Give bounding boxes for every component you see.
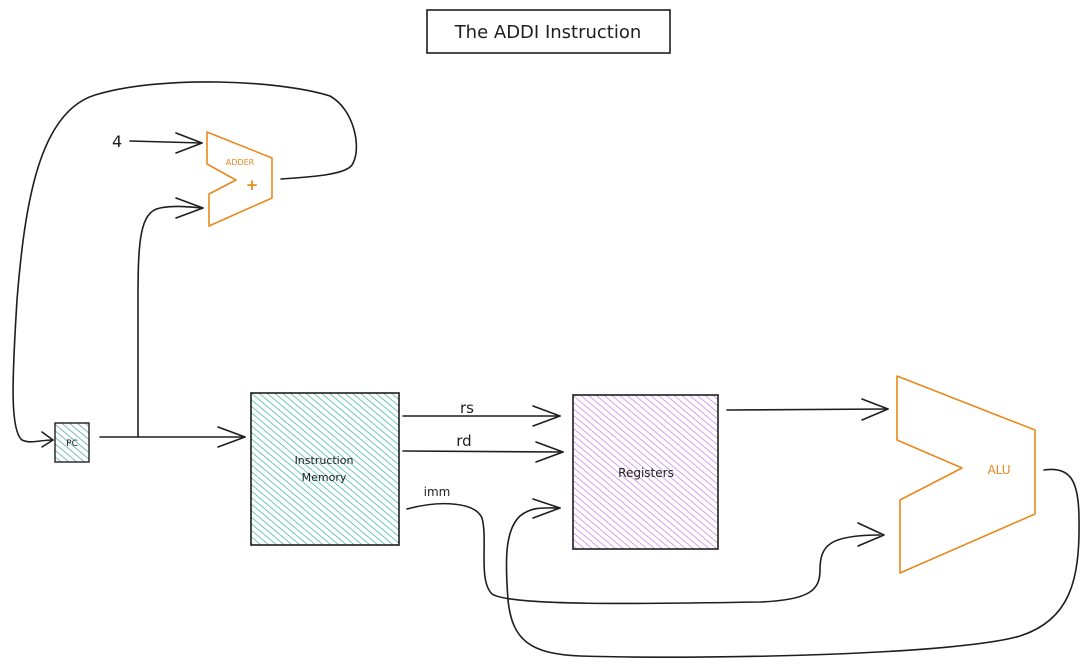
alu-shape bbox=[896, 375, 1036, 574]
pc-to-imem-arrowhead bbox=[217, 426, 246, 448]
writeback-arrowhead bbox=[532, 498, 561, 519]
rd-signal-label: rd bbox=[456, 432, 471, 450]
imm-to-alu-wire bbox=[406, 502, 881, 605]
adder-label: ADDER bbox=[226, 158, 255, 167]
instruction-memory: Instruction Memory bbox=[250, 392, 400, 546]
pc-box bbox=[54, 422, 90, 463]
registers-box bbox=[572, 394, 719, 550]
alu-unit: ALU bbox=[896, 375, 1036, 574]
title-box: The ADDI Instruction bbox=[426, 9, 671, 54]
registers-to-alu-wire bbox=[726, 408, 889, 411]
instruction-memory-box bbox=[250, 392, 400, 546]
four-to-adder-wire bbox=[129, 140, 203, 144]
imm-arrowhead bbox=[857, 522, 885, 547]
adder-shape bbox=[206, 131, 273, 227]
instruction-memory-label-line2: Memory bbox=[302, 471, 347, 484]
pc-label: PC bbox=[66, 439, 78, 449]
registers-label: Registers bbox=[618, 466, 674, 480]
imm-signal-label: imm bbox=[424, 485, 451, 499]
four-arrowhead bbox=[175, 132, 203, 154]
title-frame bbox=[426, 9, 671, 54]
alu-label: ALU bbox=[987, 463, 1010, 477]
alu-to-registers-wire bbox=[505, 468, 1080, 658]
rs-signal-label: rs bbox=[460, 399, 474, 417]
pc-register: PC bbox=[54, 422, 90, 463]
adder-plus-symbol: + bbox=[246, 176, 259, 194]
constant-four: 4 bbox=[112, 132, 122, 151]
page-title: The ADDI Instruction bbox=[454, 22, 642, 43]
registers-to-alu-arrowhead bbox=[861, 398, 889, 421]
registers: Registers bbox=[572, 394, 719, 550]
rs-arrowhead bbox=[532, 405, 561, 427]
pc-to-adder-wire bbox=[137, 205, 204, 438]
pc-feedback-wire bbox=[12, 81, 358, 443]
pc-feedback-arrowhead bbox=[41, 431, 54, 448]
rd-wire bbox=[402, 450, 564, 453]
rd-arrowhead bbox=[535, 441, 564, 463]
adder-unit: ADDER + bbox=[206, 131, 273, 227]
pc-to-adder-arrowhead bbox=[175, 197, 204, 219]
instruction-memory-label-line1: Instruction bbox=[295, 454, 354, 467]
